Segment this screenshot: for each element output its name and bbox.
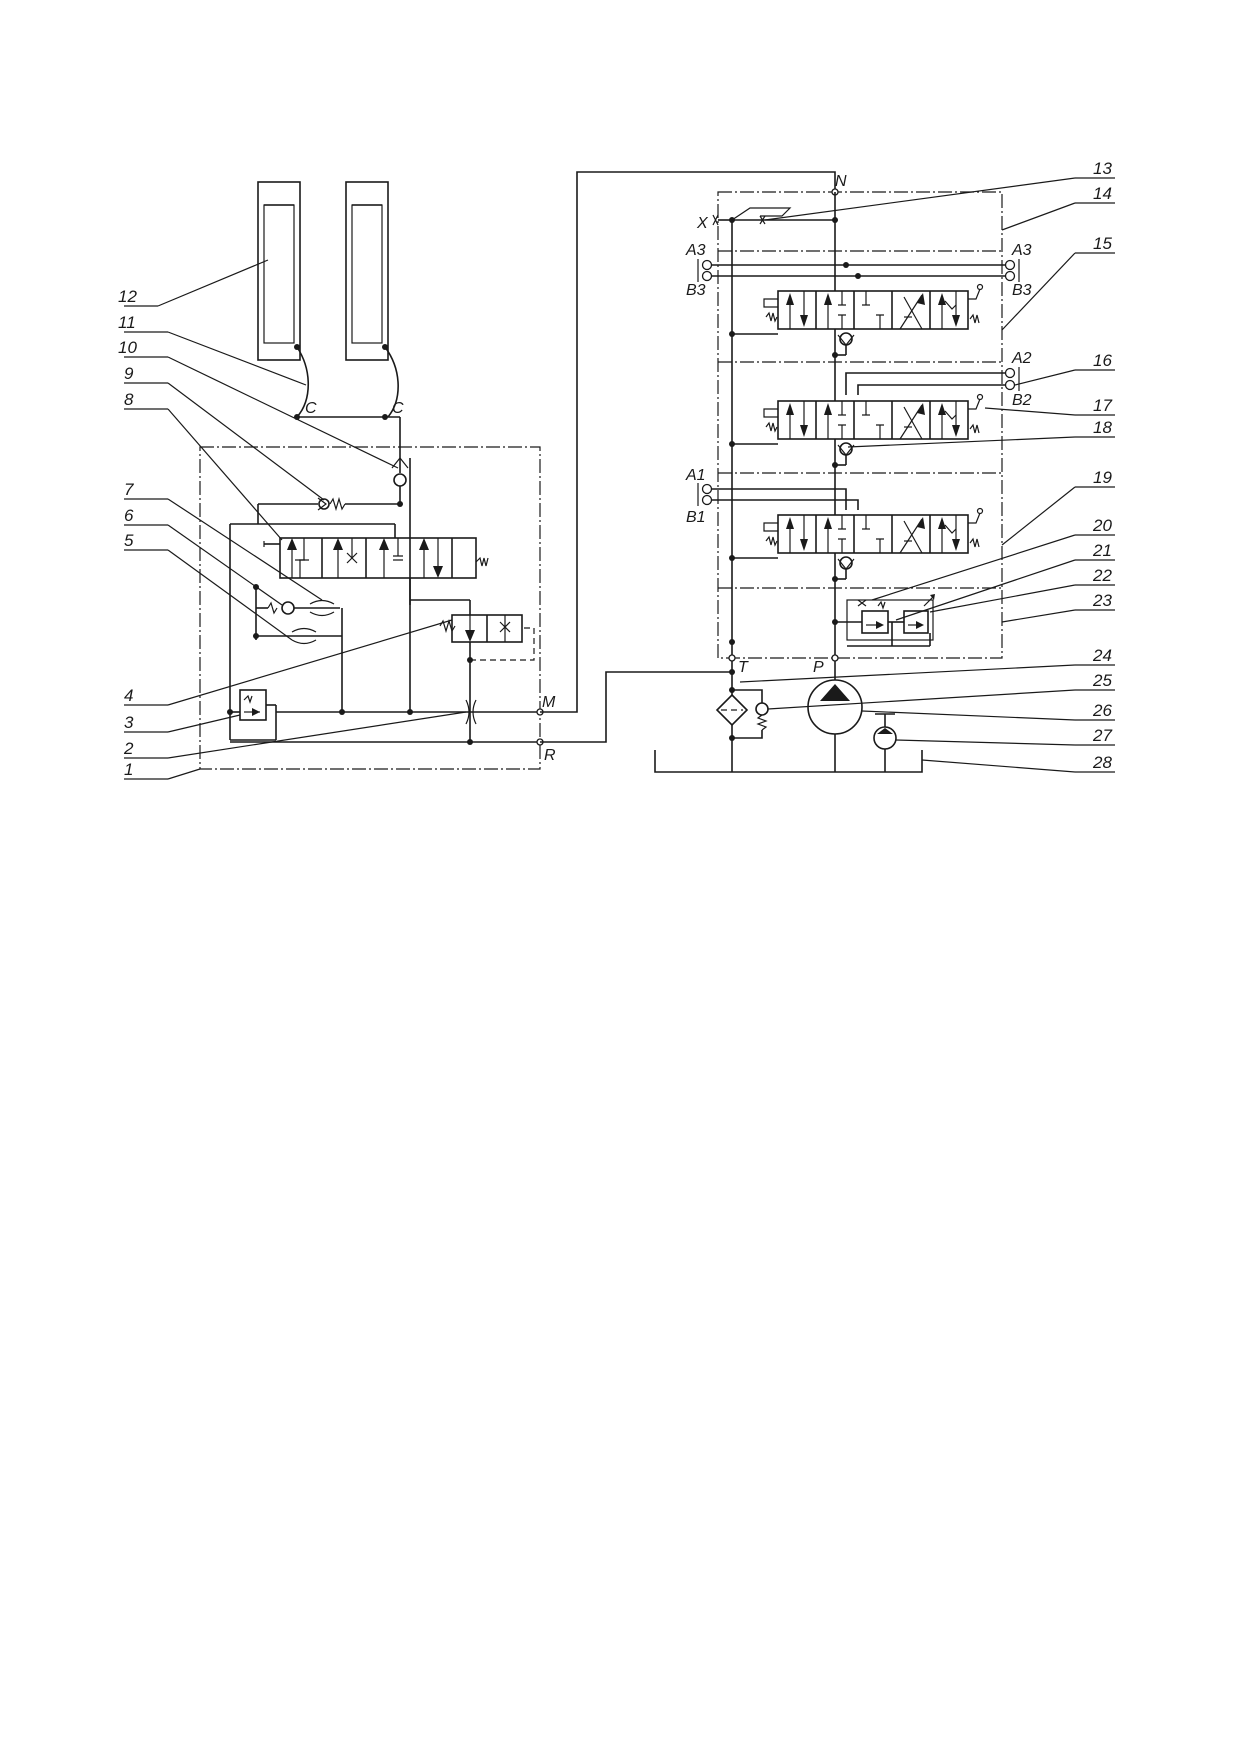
line-m-to-n (540, 171, 836, 713)
callout-2: 2 (123, 739, 134, 758)
pump-26 (807, 672, 863, 772)
port-b3-left-label: B3 (686, 282, 706, 299)
directional-valve-15 (729, 283, 984, 358)
directional-valve-8 (263, 537, 489, 579)
callout-numbers: 1 2 3 4 5 6 7 8 9 10 11 12 13 14 15 16 1… (118, 159, 1112, 779)
callout-7: 7 (124, 480, 134, 499)
left-valve-block-boundary (199, 446, 541, 770)
cylinder-right (345, 181, 389, 361)
directional-valve-19 (729, 507, 984, 582)
x-port-orifice (712, 207, 835, 226)
section1-ports (697, 483, 859, 510)
callout-8: 8 (124, 390, 134, 409)
throttle-5 (253, 608, 343, 712)
port-a3-right-label: A3 (1011, 242, 1032, 259)
tank-28 (654, 750, 923, 773)
callout-leaders-right (739, 177, 1115, 773)
check-valve-9 (257, 496, 403, 524)
callout-5: 5 (124, 531, 134, 550)
check-valve-6 (253, 584, 340, 640)
port-a2-label: A2 (1011, 350, 1032, 367)
callout-27: 27 (1092, 726, 1112, 745)
callout-22: 22 (1092, 566, 1112, 585)
callout-15: 15 (1093, 234, 1112, 253)
callout-1: 1 (124, 760, 133, 779)
callout-26: 26 (1092, 701, 1112, 720)
cylinder-left (257, 181, 301, 361)
breather-27 (873, 713, 897, 772)
port-p-label: P (813, 659, 824, 676)
port-r-label: R (544, 747, 556, 764)
port-c-left-label: C (305, 400, 317, 417)
callout-16: 16 (1093, 351, 1112, 370)
port-a3-left-label: A3 (685, 242, 706, 259)
relief-valve-3 (227, 689, 277, 741)
callout-21: 21 (1092, 541, 1112, 560)
port-a1-label: A1 (685, 467, 706, 484)
flow-valve-4 (439, 614, 535, 742)
port-x-label: X (696, 215, 709, 232)
port-b2-label: B2 (1012, 392, 1032, 409)
callout-13: 13 (1093, 159, 1112, 178)
relief-section (832, 594, 935, 647)
directional-valve-17 (729, 393, 984, 468)
port-b1-label: B1 (686, 509, 706, 526)
line-r-to-t (540, 671, 733, 743)
port-c-right-label: C (392, 400, 404, 417)
callout-11: 11 (118, 313, 136, 332)
directional-valve-sections (729, 283, 984, 582)
right-valve-bank-boundary (717, 191, 1003, 659)
pilot-check-valve-10 (391, 457, 411, 712)
callout-17: 17 (1093, 396, 1112, 415)
port-t-label: T (738, 659, 749, 676)
callout-20: 20 (1092, 516, 1112, 535)
callout-4: 4 (124, 686, 133, 705)
callout-12: 12 (118, 287, 137, 306)
callout-24: 24 (1092, 646, 1112, 665)
filter-24 (715, 672, 749, 772)
port-m-label: M (542, 694, 556, 711)
section3-ports (697, 259, 1020, 282)
port-n-label: N (835, 173, 847, 190)
callout-25: 25 (1092, 671, 1112, 690)
callout-14: 14 (1093, 184, 1112, 203)
callout-3: 3 (124, 713, 134, 732)
callout-23: 23 (1092, 591, 1112, 610)
callout-28: 28 (1092, 753, 1112, 772)
callout-19: 19 (1093, 468, 1112, 487)
port-b3-right-label: B3 (1012, 282, 1032, 299)
callout-10: 10 (118, 338, 137, 357)
cylinder-hoses (294, 344, 401, 458)
callout-9: 9 (124, 364, 134, 383)
section2-ports (845, 367, 1020, 395)
callout-6: 6 (124, 506, 134, 525)
callout-leaders-left (124, 259, 467, 780)
throttle-7 (309, 599, 335, 617)
callout-18: 18 (1093, 418, 1112, 437)
